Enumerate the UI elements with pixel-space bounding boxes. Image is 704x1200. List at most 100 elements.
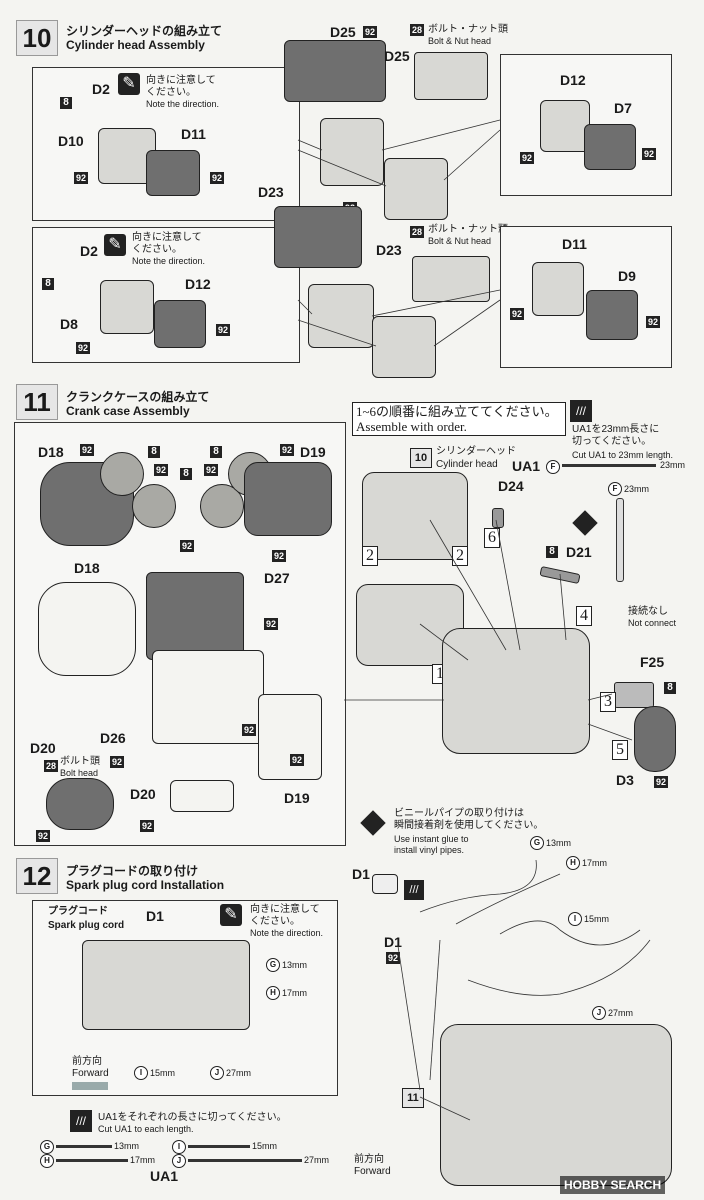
assembly-order-note: 1~6の順番に組み立ててください。 Assemble with order. (352, 402, 566, 436)
d24-fitting (492, 508, 504, 528)
cylinder-head-part (532, 262, 584, 316)
cylinder-block-d27 (146, 572, 244, 660)
cover-part (584, 124, 636, 170)
glue-icon: ✎ (104, 234, 126, 256)
tag-92: 92 (80, 444, 95, 456)
cylinder-head-top-view (82, 940, 250, 1030)
length-g: 13mm (282, 960, 308, 970)
direction-note-jp: 向きに注意して ください。 (132, 232, 202, 255)
part-d21: D21 (566, 544, 592, 560)
tag-92: 92 (642, 148, 657, 160)
step-12-number: 12 (16, 858, 58, 894)
part-d27: D27 (264, 570, 290, 586)
marker-j: J (592, 1006, 606, 1020)
part-d25-b: D25 (384, 48, 410, 64)
step-10-number: 10 (16, 20, 58, 56)
crankcase-half-right (244, 462, 332, 536)
part-d25: D25 (330, 24, 356, 40)
part-d19-b: D19 (284, 790, 310, 806)
bolt-nut-note-jp: ボルト・ナット頭 (428, 24, 508, 35)
part-d1: D1 (352, 866, 370, 882)
tag-92: 92 (216, 324, 231, 336)
glue-icon: ✎ (118, 73, 140, 95)
vinyl-length-f: 23mm (624, 484, 650, 494)
tag-8: 8 (664, 682, 676, 694)
marker-f: F (546, 460, 560, 474)
order-mark-6: 6 (484, 528, 500, 548)
vinyl-note-jp: ビニールパイプの取り付けは 瞬間接着剤を使用してください。 (394, 808, 544, 831)
part-d12: D12 (560, 72, 586, 88)
marker-i: I (568, 912, 582, 926)
marker-i: I (172, 1140, 186, 1154)
forward-label-jp: 前方向 (72, 1056, 102, 1067)
marker-h: H (566, 856, 580, 870)
part-f25: F25 (640, 654, 665, 670)
part-d20: D20 (30, 740, 56, 756)
tag-92: 92 (180, 540, 195, 552)
forward-label-jp: 前方向 (354, 1154, 384, 1165)
part-d23: D23 (258, 184, 284, 200)
gear-part (132, 484, 176, 528)
glue-icon: ✎ (220, 904, 242, 926)
order-mark-4: 4 (576, 606, 592, 626)
cut-note-jp: UA1を23mm長さに 切ってください。 (572, 424, 660, 447)
pipe-length-i: 15mm (584, 914, 610, 924)
tag-92: 92 (36, 830, 51, 842)
bolt-head-note-jp: ボルト頭 (60, 756, 100, 767)
part-d12: D12 (185, 276, 211, 292)
part-d8: D8 (60, 316, 78, 332)
ua1-label: UA1 (512, 458, 541, 474)
forward-arrow-icon (72, 1082, 108, 1090)
marker-j: J (172, 1154, 186, 1168)
tag-28: 28 (410, 24, 425, 36)
pipe-length-h: 17mm (582, 858, 608, 868)
direction-note-jp: 向きに注意して ください。 (250, 904, 320, 927)
marker-j: J (210, 1066, 224, 1080)
cut-length-i: 15mm (252, 1141, 278, 1151)
bolt-nut-note-en: Bolt & Nut head (428, 36, 492, 46)
direction-note-en: Note the direction. (146, 99, 220, 109)
part-d20-b: D20 (130, 786, 156, 802)
direction-note-en: Note the direction. (132, 256, 206, 266)
d25-top-view (414, 52, 488, 100)
cut-line-h (56, 1159, 128, 1162)
pipe-length-g: 13mm (546, 838, 572, 848)
forward-label-en: Forward (354, 1166, 391, 1177)
cover-d3 (634, 706, 676, 772)
bolt-head-note-en: Bolt head (60, 768, 99, 778)
pipe-length-j: 27mm (608, 1008, 634, 1018)
marker-g: G (266, 958, 280, 972)
part-d26: D26 (100, 730, 126, 746)
spark-cord-label-en: Spark plug cord (48, 920, 125, 931)
part-d1: D1 (384, 934, 402, 950)
tag-92: 92 (510, 308, 525, 320)
tag-92: 92 (280, 444, 295, 456)
no-connect-en: Not connect (628, 618, 677, 628)
crankcase-side-d19 (258, 694, 322, 780)
cut-note-en: Cut UA1 to 23mm length. (572, 450, 674, 460)
cylinder-head-part (100, 280, 154, 334)
part-d7: D7 (614, 100, 632, 116)
cylinder-head-block (372, 316, 436, 378)
oil-pan (170, 780, 234, 812)
tag-8: 8 (210, 446, 222, 458)
length-j: 27mm (226, 1068, 252, 1078)
tag-92: 92 (154, 464, 169, 476)
marker-h: H (40, 1154, 54, 1168)
order-mark-3: 3 (600, 692, 616, 712)
step-10-title-jp: シリンダーヘッドの組み立て (66, 24, 223, 38)
cover-d20 (46, 778, 114, 830)
tag-92: 92 (242, 724, 257, 736)
part-d23-b: D23 (376, 242, 402, 258)
part-d11: D11 (181, 126, 206, 142)
engine-top-assembly (440, 1024, 672, 1186)
cut-line-g (56, 1145, 112, 1148)
engine-block (442, 628, 590, 754)
part-d2: D2 (92, 81, 110, 97)
cylinder-head-block (384, 158, 448, 220)
cut-line-i (188, 1145, 250, 1148)
cut-icon: /// (70, 1110, 92, 1132)
marker-h: H (266, 986, 280, 1000)
glue-diamond-icon (360, 810, 386, 836)
vinyl-pipe-f (616, 498, 624, 582)
